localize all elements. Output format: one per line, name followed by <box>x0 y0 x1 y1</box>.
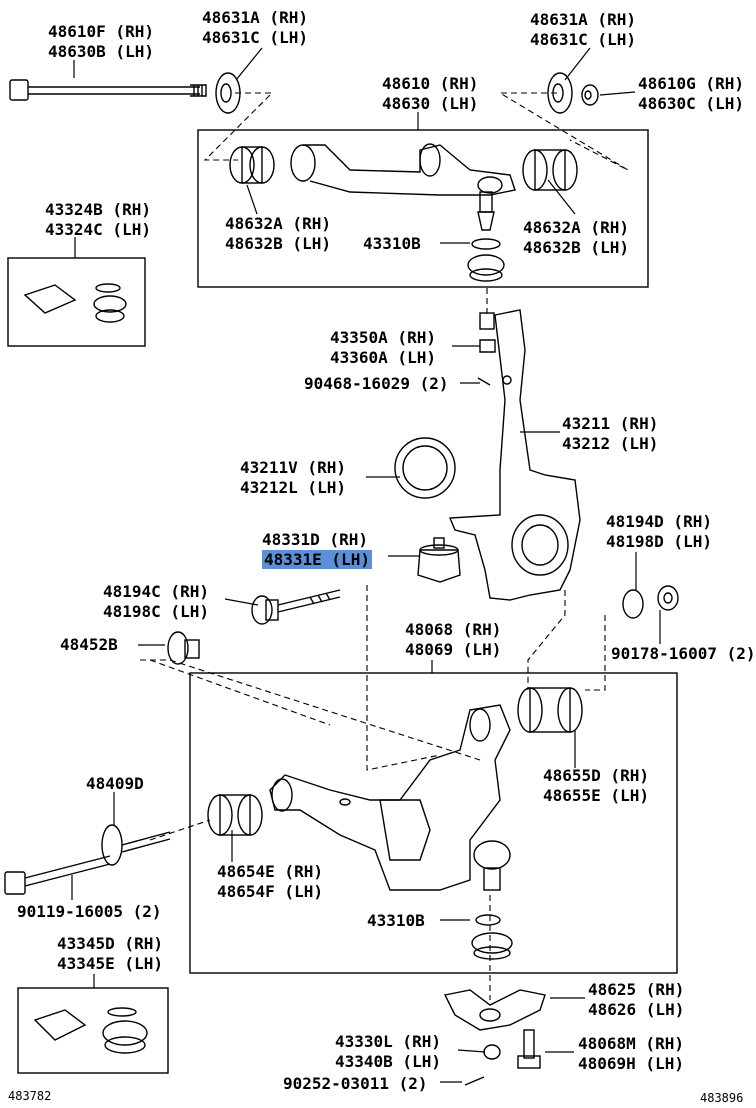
label-ball-joint-boot-lower: 43310B <box>367 911 425 930</box>
boot-kit-upper-box <box>7 257 146 347</box>
cam-plate-upper-left-part <box>215 72 241 114</box>
label-upper-arm-bolt: 48610F (RH) 48630B (LH) <box>48 22 154 61</box>
lower-arm-group-box <box>189 672 678 974</box>
cam-48452b-part <box>167 631 200 665</box>
diagram-code-right: 483896 <box>700 1091 744 1105</box>
label-upper-bushing-left: 48632A (RH) 48632B (LH) <box>225 214 331 253</box>
label-cotter-pin-upper: 90468-16029 (2) <box>304 374 449 393</box>
bolt-lower-part <box>517 1029 541 1069</box>
label-boot-kit-upper: 43324B (RH) 43324C (LH) <box>45 200 151 239</box>
label-nut-rear: 90178-16007 (2) <box>611 644 756 663</box>
lower-cam-part <box>101 824 123 866</box>
lower-arm-part <box>269 704 511 891</box>
steering-knuckle-part <box>448 309 581 601</box>
ball-joint-boot-upper-part <box>467 238 505 282</box>
label-lower-bushing-rear: 48655D (RH) 48655E (LH) <box>543 766 649 805</box>
cam-plate-rear-part <box>622 589 644 619</box>
boot-kit-upper-icons <box>23 283 127 323</box>
label-boot-kit-lower: 43345D (RH) 43345E (LH) <box>57 934 163 973</box>
lower-ball-joint-part <box>473 840 511 926</box>
bumper-stopper-part <box>417 537 461 583</box>
upper-arm-nut-part <box>581 84 599 106</box>
label-steering-knuckle: 43211 (RH) 43212 (LH) <box>562 414 659 453</box>
ball-joint-boot-lower-part <box>471 932 513 960</box>
label-cam-plate-rear: 48194D (RH) 48198D (LH) <box>606 512 712 551</box>
upper-arm-part <box>229 143 516 231</box>
dust-deflector-part <box>394 437 456 499</box>
boot-kit-lower-box <box>17 987 169 1074</box>
label-upper-arm: 48610 (RH) 48630 (LH) <box>382 74 479 113</box>
diagram-code-left: 483782 <box>8 1089 52 1103</box>
ball-joint-attachment-part <box>443 989 546 1031</box>
upper-bushing-right-part <box>522 149 578 191</box>
assembly-dashed-lines <box>140 92 629 1000</box>
lower-arm-bolt-part <box>4 831 171 895</box>
highlighted-part-number[interactable]: 48331E (LH) <box>262 550 372 569</box>
label-knuckle-stopper: 43350A (RH) 43360A (LH) <box>330 328 436 367</box>
cam-plate-upper-right-part <box>547 72 573 114</box>
upper-arm-group-box <box>197 129 649 288</box>
label-lower-arm-bolt: 90119-16005 (2) <box>17 902 162 921</box>
label-ball-joint-boot-upper: 43310B <box>363 234 421 253</box>
label-lower-cam: 48409D <box>86 774 144 793</box>
label-cotter-pin-lower: 90252-03011 (2) <box>283 1074 428 1093</box>
boot-kit-lower-icons <box>33 1007 148 1054</box>
cotter-pin-upper-part <box>477 377 491 386</box>
nut-rear-part <box>657 585 679 611</box>
label-cam-plate-right: 48631A (RH) 48631C (LH) <box>530 10 636 49</box>
lower-bushing-rear-part <box>517 687 583 733</box>
label-upper-bushing-right: 48632A (RH) 48632B (LH) <box>523 218 629 257</box>
nut-lower-part <box>483 1044 501 1060</box>
upper-arm-bolt-part <box>9 79 207 101</box>
label-dust-deflector: 43211V (RH) 43212L (LH) <box>240 458 346 497</box>
label-upper-arm-nut: 48610G (RH) 48630C (LH) <box>638 74 744 113</box>
cotter-pin-lower-part <box>464 1076 485 1086</box>
lower-bolt-part <box>251 589 341 625</box>
label-lower-bolt: 48194C (RH) 48198C (LH) <box>103 582 209 621</box>
label-ball-joint-attachment: 48625 (RH) 48626 (LH) <box>588 980 685 1019</box>
label-lower-arm: 48068 (RH) 48069 (LH) <box>405 620 502 659</box>
label-bumper-stopper: 48331D (RH) 48331E (LH) <box>262 530 372 569</box>
label-lower-bushing-front: 48654E (RH) 48654F (LH) <box>217 862 323 901</box>
label-cam-48452b: 48452B <box>60 635 118 654</box>
label-nut-lower: 43330L (RH) 43340B (LH) <box>335 1032 441 1071</box>
lower-bushing-front-part <box>207 794 263 836</box>
leader-lines <box>71 47 661 1083</box>
label-bolt-lower: 48068M (RH) 48069H (LH) <box>578 1034 684 1073</box>
label-cam-plate-left: 48631A (RH) 48631C (LH) <box>202 8 308 47</box>
